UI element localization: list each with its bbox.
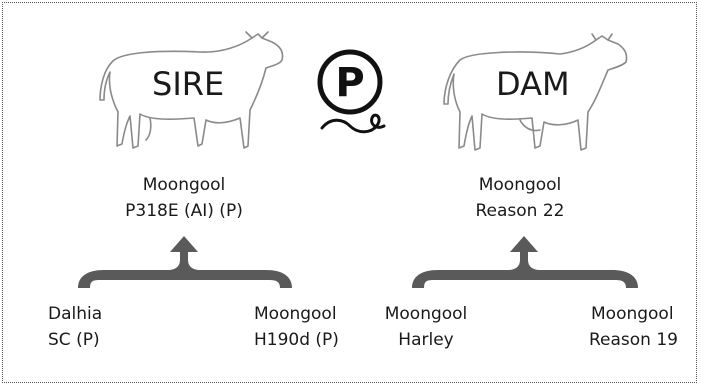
svg-text:P: P xyxy=(335,60,364,106)
dam-name-line2: Reason 22 xyxy=(475,201,565,221)
dam-sire-line2: Harley xyxy=(398,330,454,350)
sire-name-line1: Moongool xyxy=(142,175,226,195)
polled-p-icon: P xyxy=(317,49,386,134)
sire-dam-line1: Dalhia xyxy=(48,304,103,324)
sire-name-line2: P318E (AI) (P) xyxy=(125,201,243,221)
dam-label: DAM xyxy=(496,65,570,103)
pedigree-frame xyxy=(2,2,697,383)
dam-dam-line1: Moongool xyxy=(591,304,674,324)
dam-sire-line1: Moongool xyxy=(384,304,468,324)
sire-label: SIRE xyxy=(152,65,225,103)
sire-sire-line1: Moongool xyxy=(254,304,337,324)
cow-icon xyxy=(443,33,628,151)
dam-parents-bracket xyxy=(412,236,638,288)
bull-icon xyxy=(99,31,284,149)
dam-name-line1: Moongool xyxy=(478,175,562,195)
sire-sire-line2: H190d (P) xyxy=(254,330,339,350)
sire-parents-bracket xyxy=(78,236,292,288)
sire-dam-line2: SC (P) xyxy=(48,330,100,350)
dam-dam-line2: Reason 19 xyxy=(589,330,678,350)
